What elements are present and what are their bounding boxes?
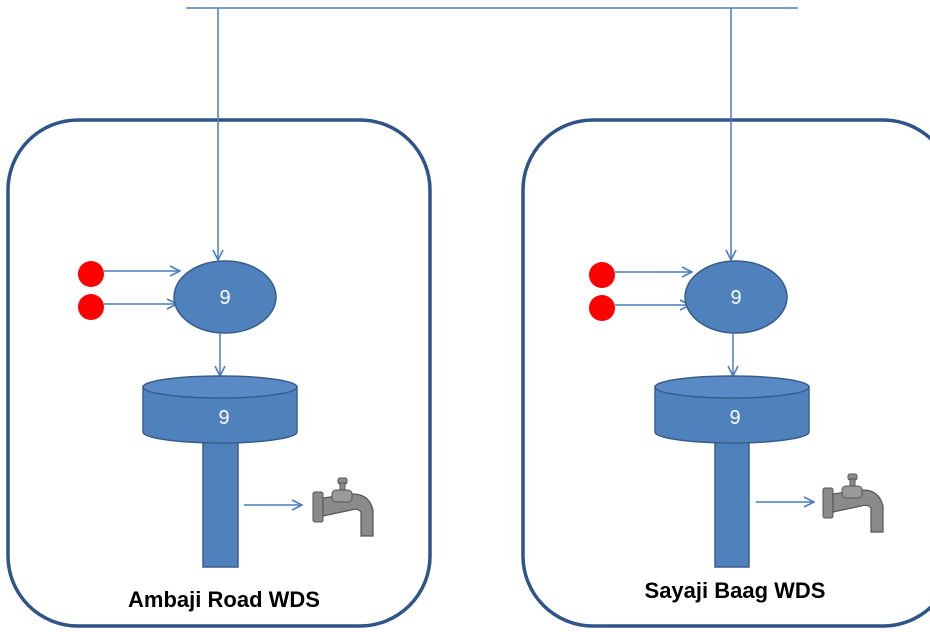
- tank-top: [654, 375, 810, 399]
- tower-stem: [202, 429, 239, 568]
- wds-name-label: Ambaji Road WDS: [128, 587, 320, 612]
- junction-value: 9: [730, 287, 741, 309]
- tap-icon: [312, 477, 374, 537]
- source-icon: [78, 294, 104, 320]
- tank-body: [142, 386, 298, 444]
- junction-icon: [173, 260, 277, 334]
- source-icon: [589, 295, 615, 321]
- source-icon: [78, 261, 104, 287]
- water-tower-icon: 9: [142, 375, 298, 568]
- wds-boundary: [6, 118, 432, 628]
- wds-name-label: Sayaji Baag WDS: [645, 578, 826, 603]
- junction-icon: [684, 260, 788, 334]
- junction-value: 9: [219, 287, 230, 309]
- tank-value: 9: [729, 407, 740, 429]
- wds-boundary: [521, 118, 930, 628]
- source-icon: [589, 262, 615, 288]
- tank-top: [142, 375, 298, 399]
- wds-group-sayaji-baag: 9 9 Sayaji Baag WDS: [521, 8, 930, 628]
- wds-group-ambaji-road: 9 9 Ambaji Road WDS: [6, 8, 432, 628]
- tank-body: [654, 386, 810, 444]
- tank-value: 9: [218, 407, 229, 429]
- tap-icon: [822, 473, 884, 533]
- tower-stem: [714, 429, 750, 568]
- water-tower-icon: 9: [654, 375, 810, 568]
